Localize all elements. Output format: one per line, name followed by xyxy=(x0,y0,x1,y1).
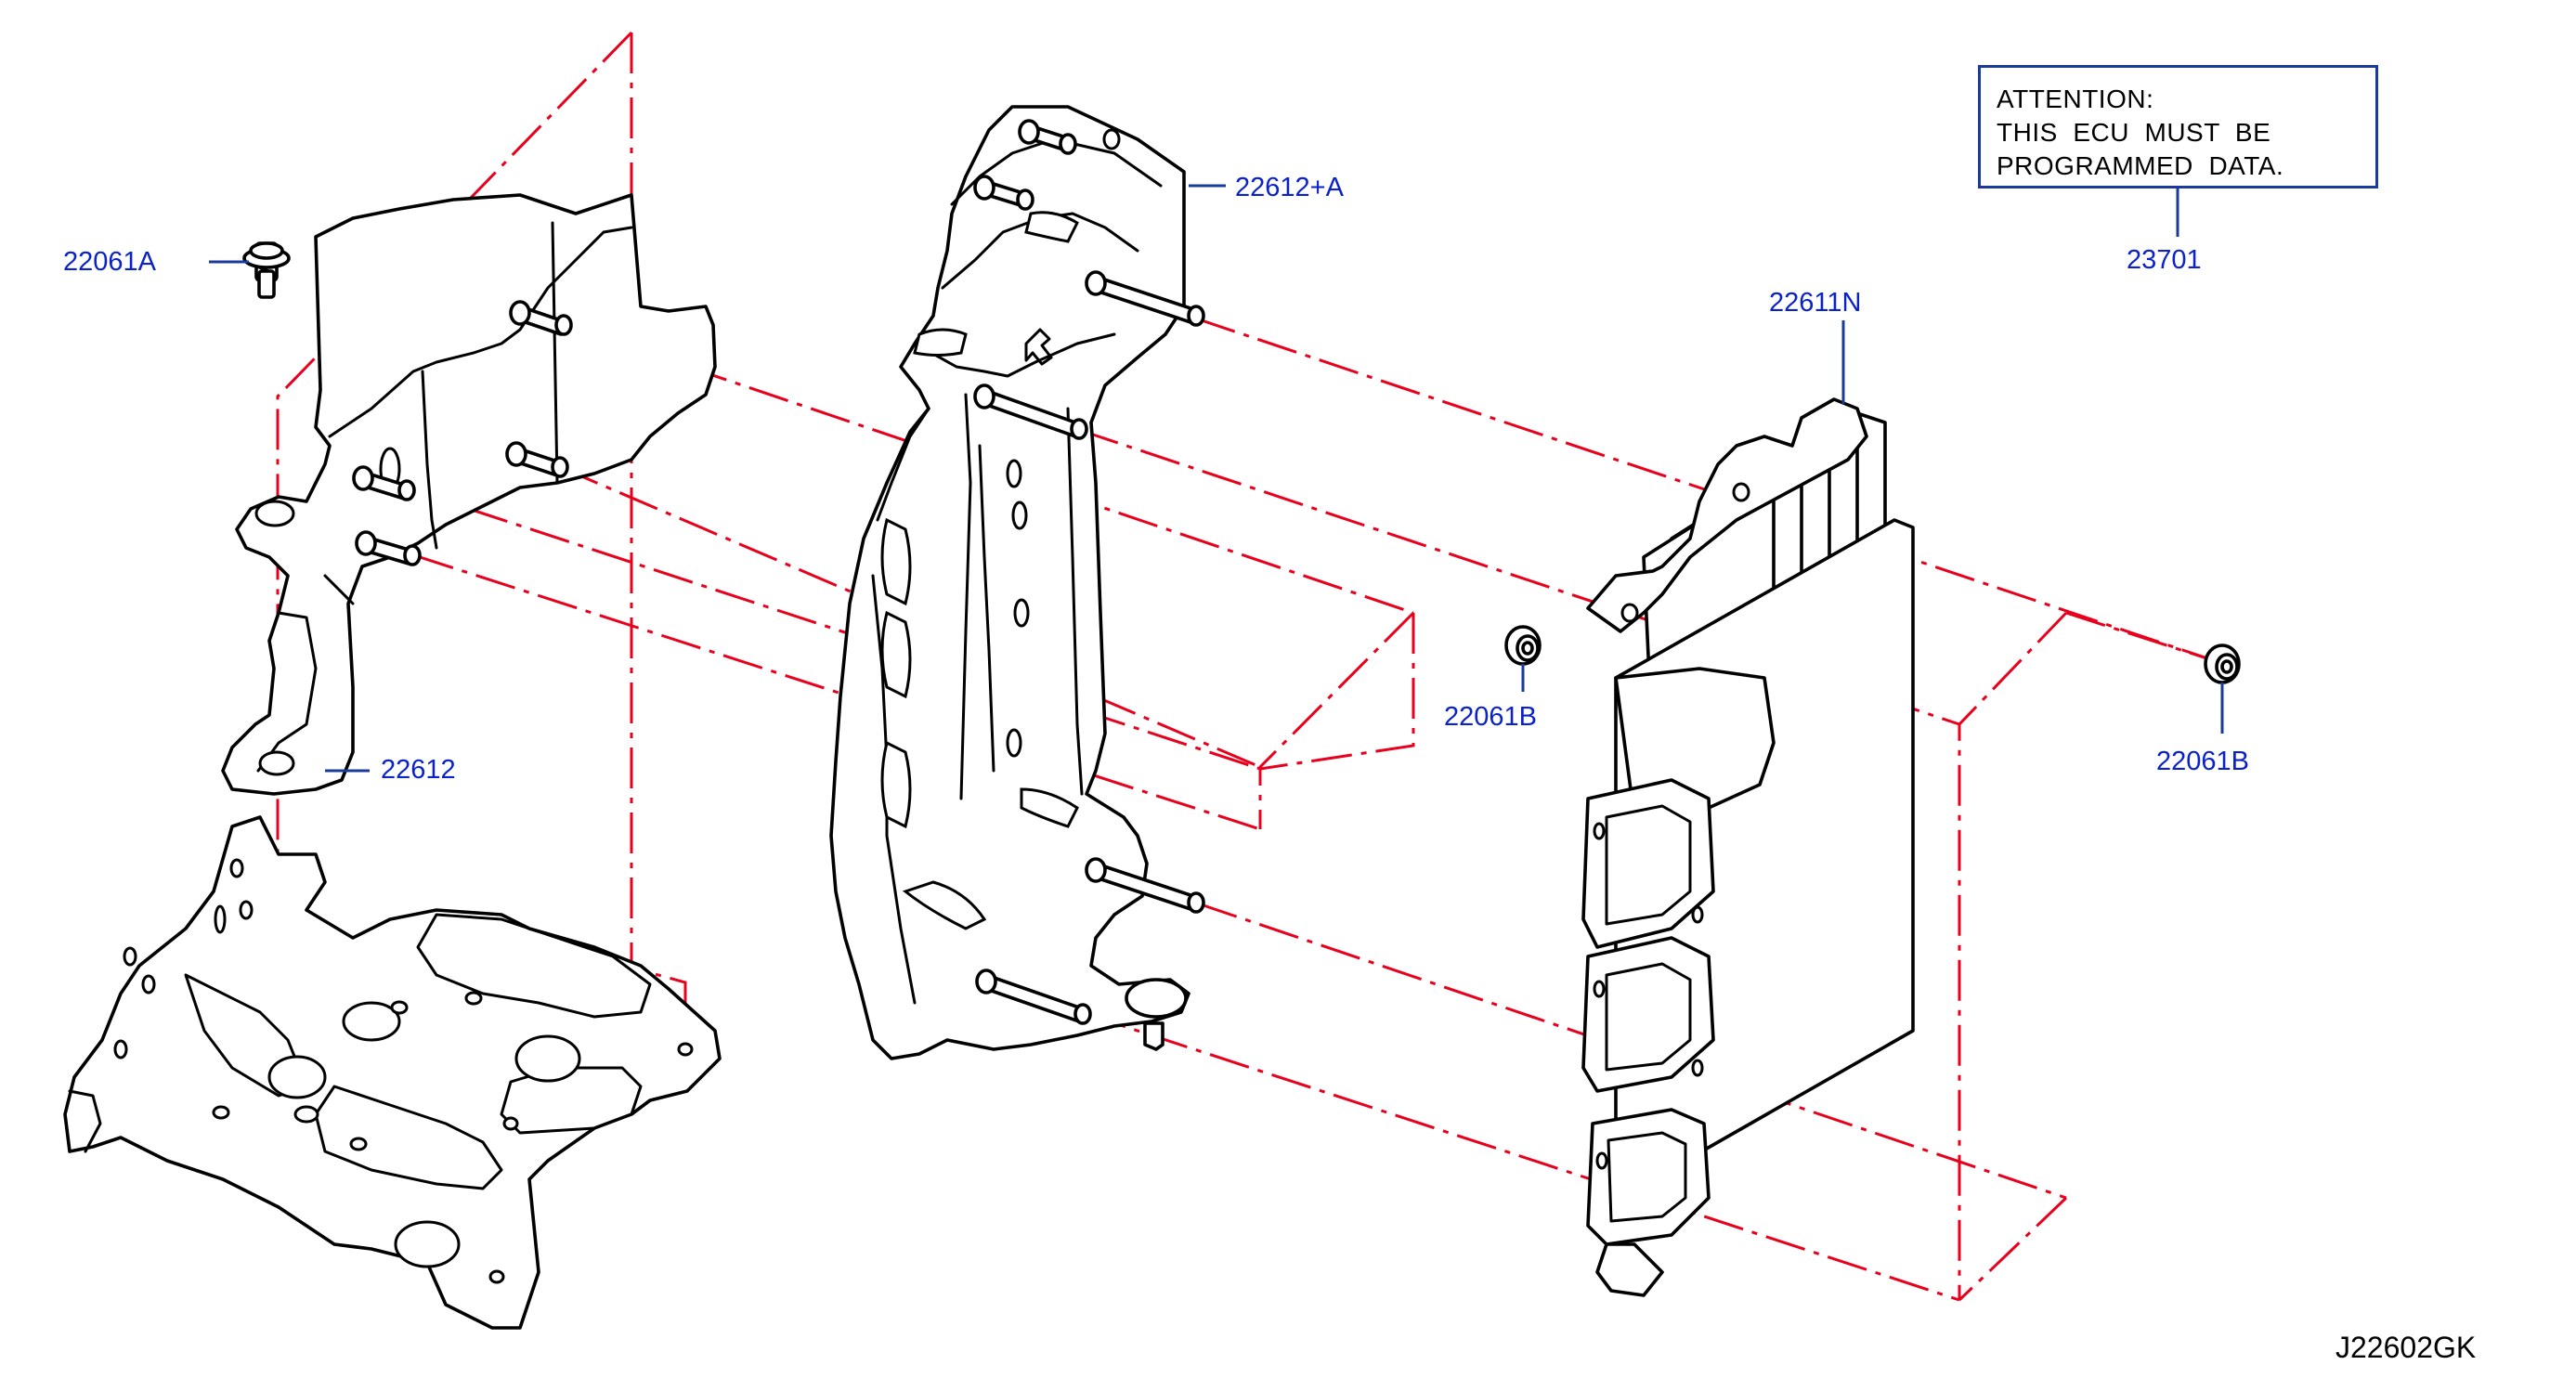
ecu-unit-22611n xyxy=(1581,397,1915,1297)
diagram-code: J22602GK xyxy=(2335,1331,2477,1364)
ecu-bracket-22612-a xyxy=(829,105,1205,1060)
attention-label-box: ATTENTION: THIS ECU MUST BE PROGRAMMED D… xyxy=(1978,65,2378,188)
callout-leaders xyxy=(209,184,2224,773)
callout-22061b-center: 22061B xyxy=(1444,702,1537,732)
attention-line-1: ATTENTION: xyxy=(1997,84,2154,113)
attention-line-2: THIS ECU MUST BE xyxy=(1997,118,2271,148)
bracket-22612-studs xyxy=(352,300,573,566)
lower-mounting-plate xyxy=(63,815,722,1330)
nut-22061b-right xyxy=(2204,644,2241,684)
callout-22612: 22612 xyxy=(381,755,456,785)
callout-22612-a: 22612+A xyxy=(1235,173,1344,202)
callout-22611n: 22611N xyxy=(1769,288,1862,318)
attention-line-3: PROGRAMMED DATA. xyxy=(1997,151,2284,181)
ecu-bracket-22612 xyxy=(221,193,717,796)
nut-22061b-center xyxy=(1504,625,1542,666)
callout-22061b-right: 22061B xyxy=(2156,747,2249,776)
bracket-22612-a-studs xyxy=(973,119,1205,1025)
callout-23701: 23701 xyxy=(2127,245,2202,275)
bolt-22061a xyxy=(242,241,291,299)
callout-22061a: 22061A xyxy=(63,247,156,277)
